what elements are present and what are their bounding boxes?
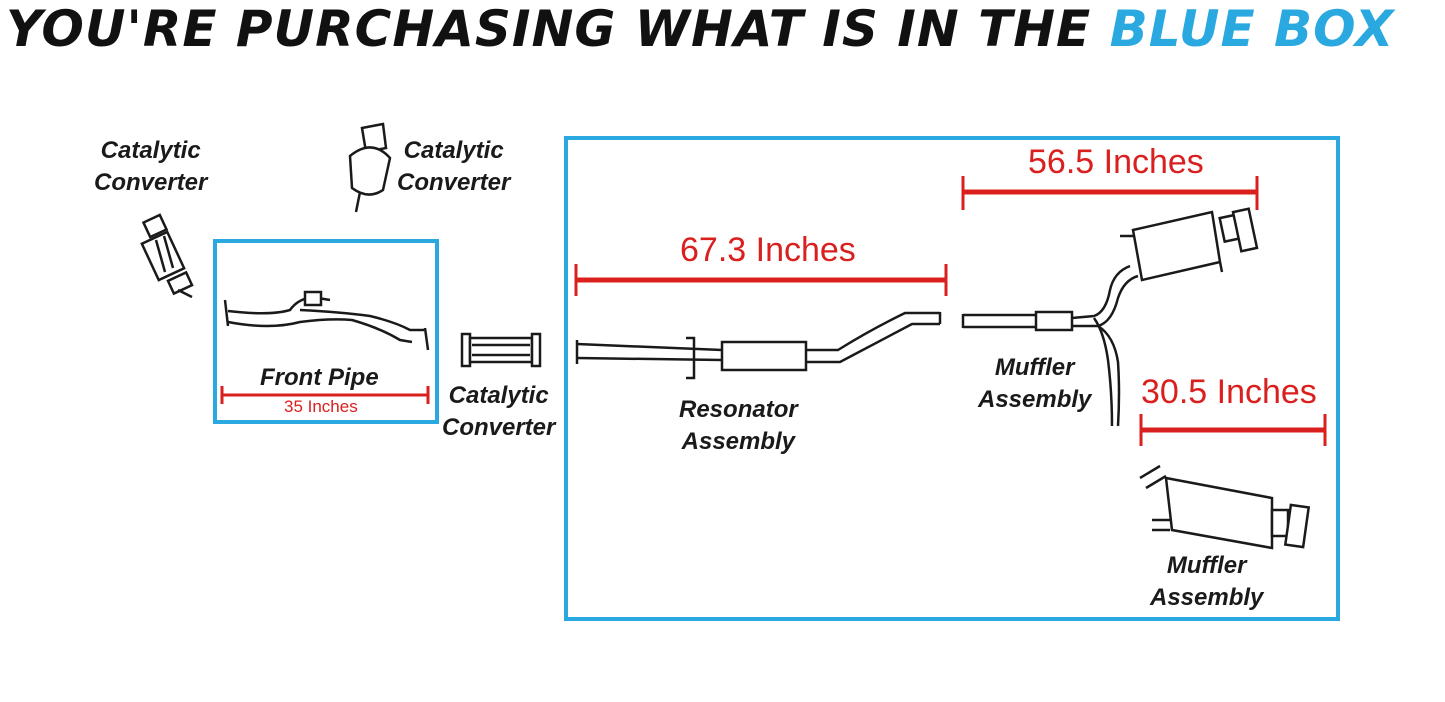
catalytic-converter-1-drawing: [140, 213, 194, 299]
catalytic-converter-label-3: Catalytic Converter: [442, 380, 555, 444]
catalytic-converter-label-2: Catalytic Converter: [397, 135, 510, 199]
resonator-dimension-text: 67.3 Inches: [680, 231, 856, 269]
muffler-assembly-label-2: Muffler Assembly: [1150, 550, 1263, 614]
front-pipe-dimension-bar: [220, 386, 430, 404]
muffler-assembly-label-1: Muffler Assembly: [978, 352, 1091, 416]
label-line: Assembly: [1150, 584, 1264, 611]
catalytic-converter-label-1: Catalytic Converter: [94, 135, 207, 199]
headline-banner: YOU'RE PURCHASING WHAT IS IN THE BLUE BO…: [6, 0, 1445, 60]
front-pipe-label: Front Pipe: [260, 362, 379, 394]
label-line: Assembly: [681, 428, 796, 455]
label-line: Front Pipe: [260, 364, 379, 391]
label-line: Catalytic: [403, 137, 504, 164]
label-line: Converter: [94, 169, 208, 196]
catalytic-converter-3-drawing: [460, 332, 542, 368]
label-line: Muffler: [1166, 552, 1247, 579]
resonator-dimension-bar: [574, 264, 948, 296]
label-line: Muffler: [994, 354, 1075, 381]
resonator-assembly-drawing: [575, 311, 942, 380]
label-line: Converter: [442, 414, 556, 441]
resonator-assembly-label: Resonator Assembly: [679, 394, 798, 458]
muffler-assembly-lower-drawing: [1139, 464, 1311, 550]
label-line: Catalytic: [100, 137, 201, 164]
label-line: Resonator: [679, 396, 798, 423]
headline-text: YOU'RE PURCHASING WHAT IS IN THE: [6, 0, 1092, 58]
muffler-upper-dimension-text: 56.5 Inches: [1028, 143, 1204, 181]
front-pipe-dimension-text: 35 Inches: [284, 397, 358, 416]
main-blue-box: [564, 136, 1340, 621]
front-pipe-drawing: [223, 290, 430, 351]
label-line: Catalytic: [448, 382, 549, 409]
catalytic-converter-2-drawing: [348, 122, 392, 213]
front-pipe-box: [213, 239, 439, 424]
label-line: Assembly: [978, 386, 1092, 413]
label-line: Converter: [397, 169, 511, 196]
headline-blue-text: BLUE BOX: [1109, 0, 1395, 58]
muffler-assembly-upper-drawing: [961, 207, 1259, 427]
muffler-lower-dimension-bar: [1139, 414, 1327, 446]
muffler-upper-dimension-bar: [961, 176, 1259, 210]
muffler-lower-dimension-text: 30.5 Inches: [1141, 373, 1317, 411]
